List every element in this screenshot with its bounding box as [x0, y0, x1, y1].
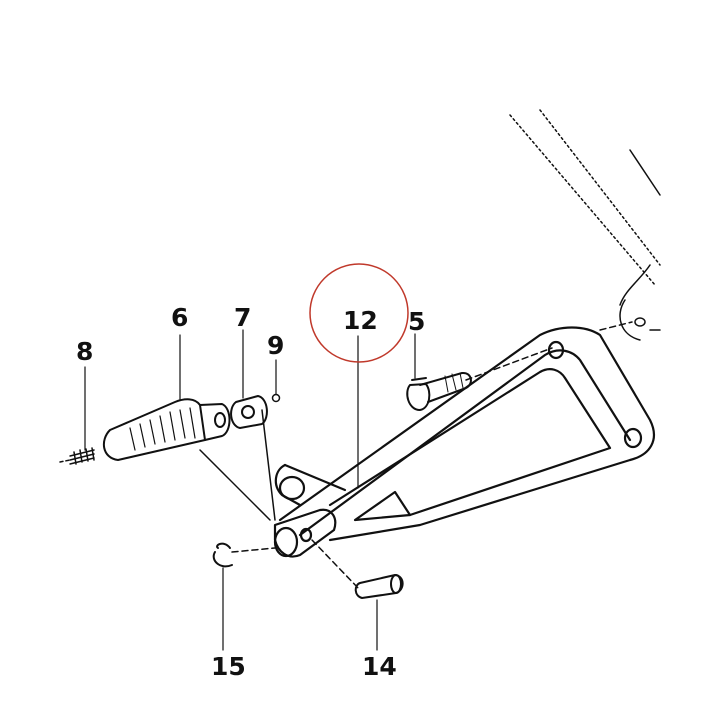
callout-12: 12 — [343, 306, 378, 335]
callout-7: 7 — [234, 303, 252, 332]
leader-lines — [84, 329, 416, 651]
spacer-7 — [230, 395, 276, 521]
footpeg-6 — [102, 398, 271, 521]
callout-9: 9 — [267, 331, 285, 360]
spring-8 — [59, 447, 95, 465]
pin-14 — [311, 539, 404, 599]
callout-15-text: 15 — [211, 652, 246, 681]
highlight-circle — [309, 263, 409, 363]
callout-5: 5 — [408, 307, 426, 336]
callout-15: 15 — [211, 654, 246, 679]
bolt-5 — [406, 347, 553, 411]
callout-14: 14 — [362, 654, 397, 679]
callout-8: 8 — [76, 337, 94, 366]
frame-section — [509, 109, 661, 341]
clip-15 — [212, 542, 276, 568]
ball-9 — [271, 393, 281, 403]
callout-14-text: 14 — [362, 652, 397, 681]
callout-6: 6 — [171, 303, 189, 332]
footrest-bracket — [273, 326, 656, 558]
